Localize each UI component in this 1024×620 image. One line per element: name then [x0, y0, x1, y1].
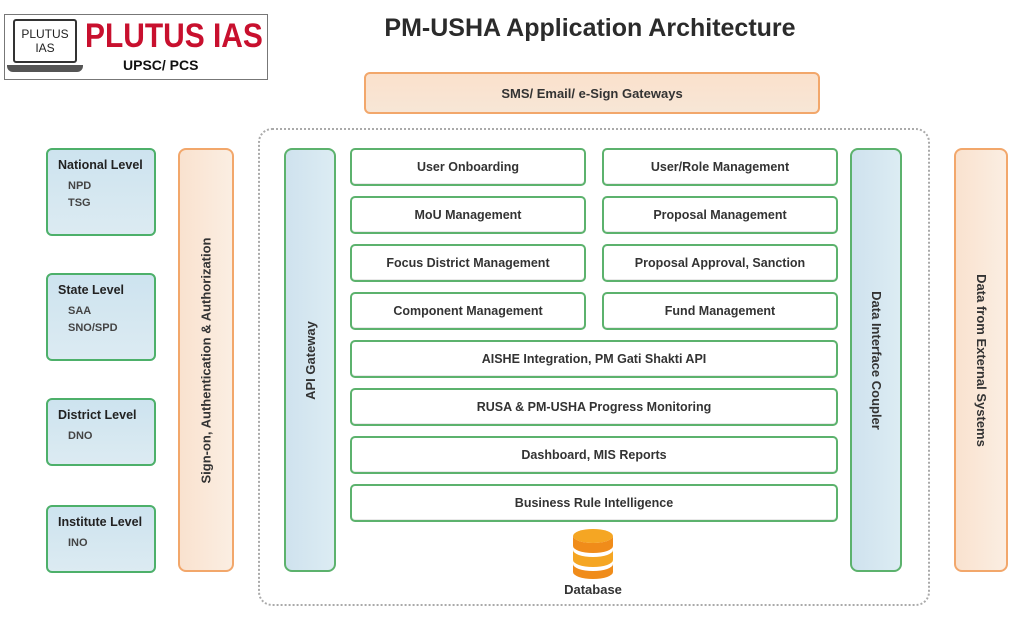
module-proposal-management: Proposal Management [602, 196, 838, 234]
data-interface-coupler-bar: Data Interface Coupler [850, 148, 902, 572]
database-label: Database [564, 582, 622, 597]
brand-logo: PLUTUS IAS PLUTUS IAS UPSC/ PCS [4, 14, 268, 80]
module-aishe-integration: AISHE Integration, PM Gati Shakti API [350, 340, 838, 378]
level-name: Institute Level [58, 515, 143, 529]
signon-auth-label: Sign-on, Authentication & Authorization [198, 236, 214, 484]
module-business-rule-intelligence: Business Rule Intelligence [350, 484, 838, 522]
page-title: PM-USHA Application Architecture [384, 14, 796, 42]
module-dashboard-reports: Dashboard, MIS Reports [350, 436, 838, 474]
level-national: National Level NPD TSG [46, 148, 156, 236]
module-proposal-approval: Proposal Approval, Sanction [602, 244, 838, 282]
level-role: INO [68, 537, 88, 549]
module-user-onboarding: User Onboarding [350, 148, 586, 186]
level-institute: Institute Level INO [46, 505, 156, 573]
gateways-box: SMS/ Email/ e-Sign Gateways [364, 72, 820, 114]
level-name: National Level [58, 158, 143, 172]
laptop-base [7, 65, 83, 72]
module-mou-management: MoU Management [350, 196, 586, 234]
api-gateway-bar: API Gateway [284, 148, 336, 572]
module-component-management: Component Management [350, 292, 586, 330]
database-icon [571, 528, 615, 580]
level-state: State Level SAA SNO/SPD [46, 273, 156, 361]
logo-laptop-line2: IAS [35, 41, 55, 55]
data-interface-coupler-label: Data Interface Coupler [868, 290, 884, 430]
api-gateway-label: API Gateway [302, 320, 318, 400]
logo-subtitle: UPSC/ PCS [123, 57, 199, 73]
module-progress-monitoring: RUSA & PM-USHA Progress Monitoring [350, 388, 838, 426]
level-district: District Level DNO [46, 398, 156, 466]
laptop-icon: PLUTUS IAS [13, 19, 77, 63]
level-role: TSG [68, 197, 91, 209]
module-user-role-management: User/Role Management [602, 148, 838, 186]
logo-brand-name: PLUTUS IAS [85, 17, 263, 55]
level-role: DNO [68, 430, 93, 442]
logo-laptop-line1: PLUTUS [21, 27, 69, 41]
module-fund-management: Fund Management [602, 292, 838, 330]
level-name: District Level [58, 408, 137, 422]
module-focus-district-management: Focus District Management [350, 244, 586, 282]
level-role: NPD [68, 180, 92, 192]
external-systems-bar: Data from External Systems [954, 148, 1008, 572]
level-role: SNO/SPD [68, 322, 118, 334]
signon-auth-bar: Sign-on, Authentication & Authorization [178, 148, 234, 572]
application-container [258, 128, 930, 606]
level-name: State Level [58, 283, 125, 297]
external-systems-label: Data from External Systems [973, 273, 989, 447]
level-role: SAA [68, 305, 92, 317]
